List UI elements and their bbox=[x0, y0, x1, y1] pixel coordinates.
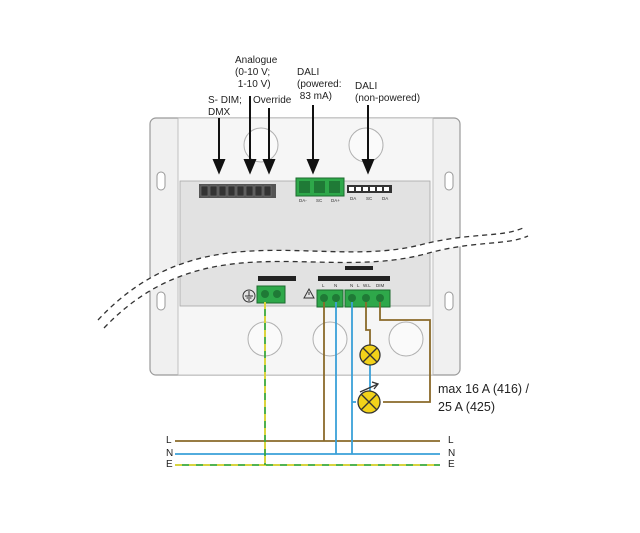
terminal-label: L bbox=[357, 283, 360, 288]
wires bbox=[175, 302, 440, 466]
analogue-label: Analogue (0-10 V; 1-10 V) bbox=[235, 55, 278, 90]
earth-bar bbox=[258, 276, 296, 281]
lamp-icon bbox=[359, 344, 381, 366]
dali-nonpowered-terminal bbox=[347, 185, 392, 193]
warning-triangle-icon bbox=[303, 287, 315, 299]
mains-bar-top bbox=[345, 266, 373, 270]
break-line-lower bbox=[103, 235, 529, 329]
wire-label-e-left: E bbox=[166, 459, 173, 470]
wire-label-l-left: L bbox=[166, 435, 172, 446]
arrows bbox=[212, 96, 375, 175]
terminal-label: SC bbox=[316, 198, 323, 203]
break-line-upper bbox=[97, 227, 524, 321]
max-current-label: max 16 A (416) / 25 A (425) bbox=[438, 382, 530, 414]
dimmable-lamp-icon bbox=[357, 390, 381, 414]
terminal-label: DA bbox=[382, 196, 389, 201]
dali-nonpowered-label: DALI (non-powered) bbox=[355, 81, 421, 104]
dali-powered-terminal bbox=[295, 177, 345, 197]
terminal-label: N bbox=[334, 283, 338, 288]
dali-powered-label: DALI (powered: 83 mA) bbox=[297, 67, 342, 102]
wire-label-n-left: N bbox=[166, 448, 174, 459]
mains-bar bbox=[318, 276, 390, 281]
sdim-dmx-label: S- DIM; DMX bbox=[208, 95, 242, 118]
terminal-label: SC bbox=[366, 196, 373, 201]
mains-terminal bbox=[316, 289, 391, 308]
terminal-label: DA- bbox=[299, 198, 307, 203]
control-terminal-block bbox=[199, 184, 276, 198]
override-label: Override bbox=[253, 95, 292, 106]
terminal-label: DA+ bbox=[331, 198, 340, 203]
terminal-label: N bbox=[350, 283, 354, 288]
wire-label-e-right: E bbox=[448, 459, 455, 470]
wire-label-l-right: L bbox=[448, 435, 454, 446]
earth-symbol-icon bbox=[242, 289, 256, 303]
terminal-label: DIM bbox=[376, 283, 385, 288]
wire-label-n-right: N bbox=[448, 448, 456, 459]
dimmer-knob-icon bbox=[359, 381, 380, 393]
terminal-label: W.L bbox=[363, 283, 371, 288]
terminal-label: DA bbox=[350, 196, 357, 201]
terminal-label: L bbox=[322, 283, 325, 288]
earth-terminal bbox=[256, 285, 286, 304]
